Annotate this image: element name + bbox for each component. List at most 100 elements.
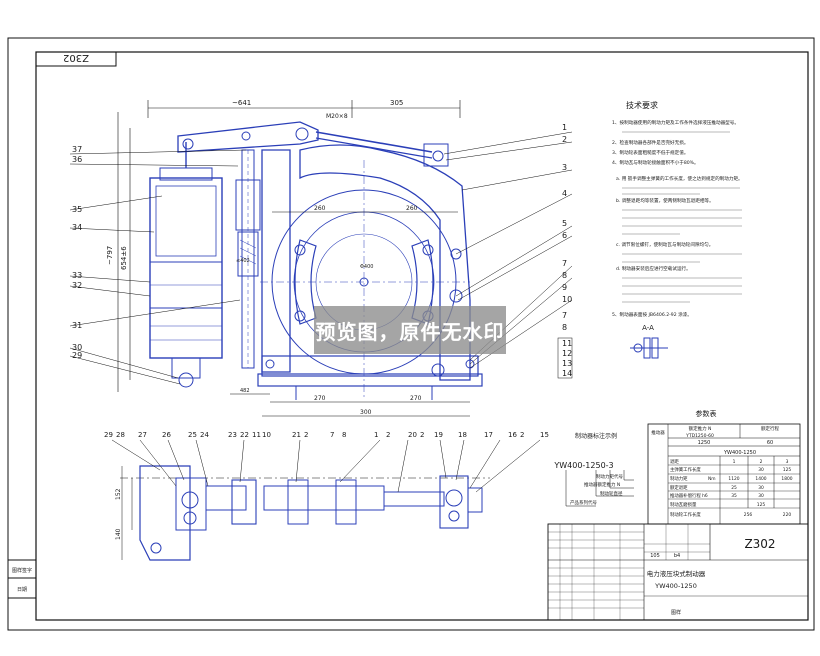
callout-r7b: 7 — [562, 311, 567, 320]
dim-300: 300 — [360, 409, 372, 416]
pr3-label: 额定退距 — [670, 484, 688, 491]
pr0-unit: Nm — [708, 476, 716, 482]
model-label-4: 产品系列代号 — [570, 499, 597, 506]
callout-r2: 2 — [562, 135, 567, 144]
bc-1: 1 — [374, 431, 378, 439]
pr1-v1: 1 — [733, 459, 736, 465]
pr0-label: 制动力矩 — [670, 475, 688, 482]
bc-11: 11 — [252, 431, 261, 439]
front-view: ~641 305 M20×8 ~797 654±6 — [69, 99, 573, 417]
tech-line-b: b. 调整退距均等装置，使两侧制动瓦退距相等。 — [616, 197, 714, 204]
bc-20: 20 — [408, 431, 417, 439]
callout-r8: 8 — [562, 271, 567, 280]
callout-r6: 6 — [562, 231, 567, 240]
bc-10: 10 — [262, 431, 271, 439]
callout-33: 33 — [72, 271, 82, 280]
params-h-mid2: 额定行程 — [761, 425, 779, 432]
callout-r9: 9 — [562, 283, 567, 292]
tech-line-4: 4、制动瓦与制动轮接触面积不小于80%。 — [612, 159, 699, 166]
title-name-1: 电力液压块式制动器 — [647, 569, 706, 578]
pr6-v1: 256 — [744, 512, 753, 518]
dim-260-right: 260 — [406, 205, 418, 212]
params-table: 参数表 推动器 额定推力 N 额定行程 YTD1250-60 1250 60 Y… — [647, 409, 801, 525]
bc-24: 24 — [200, 431, 209, 439]
bc-25: 25 — [188, 431, 197, 439]
callout-30: 30 — [72, 343, 82, 352]
model-note: 制动器标注示例 YW400-1250-3 制动力矩代号 推动器额定推力 N 制动… — [553, 432, 634, 507]
tech-line-a: a. 用 扳手调整主弹簧的工作长度，使之达到规定的制动力矩。 — [616, 175, 743, 182]
inner-frame — [35, 51, 809, 621]
tech-requirements: 技术要求 1、按制动器使用的制动力矩及工作条件选择液压推动器型号。 2、检查制动… — [612, 100, 743, 359]
pr4-label: 推动器补偿行程 h6 — [670, 492, 708, 499]
title-drawing-code: Z302 — [744, 537, 775, 551]
callout-35: 35 — [72, 205, 82, 214]
pr2-label: 主弹簧工作长度 — [670, 466, 701, 473]
dim-305: 305 — [390, 99, 403, 107]
pr1-v2: 2 — [760, 459, 763, 465]
dim-797: ~797 — [106, 246, 114, 265]
sign-strip — [7, 559, 37, 599]
params-push: 1250 — [698, 440, 711, 446]
callout-r12: 12 — [562, 349, 572, 358]
pr5-v2: 125 — [757, 502, 766, 508]
bc-19: 19 — [434, 431, 443, 439]
bc-16: 16 — [508, 431, 517, 439]
model-note-code: YW400-1250-3 — [553, 461, 613, 470]
title-sheet: b4 — [674, 553, 680, 559]
tech-line-5: 5、制动器表面按 JB6406.2-92 涂漆。 — [612, 311, 692, 318]
callout-r14: 14 — [562, 369, 572, 378]
model-label-3: 制动轮直径 — [600, 490, 623, 497]
dim-654: 654±6 — [120, 246, 128, 270]
title-block: Z302 105 b4 电力液压块式制动器 YW400-1250 图样 — [547, 523, 809, 621]
pr2-v2: 30 — [758, 467, 764, 473]
bc-15: 15 — [540, 431, 549, 439]
title-scale: 105 — [650, 553, 660, 559]
dim-270-left: 270 — [314, 395, 326, 402]
title-name-2: YW400-1250 — [654, 582, 697, 590]
params-model: YTD1250-60 — [685, 433, 714, 439]
params-h-left: 推动器 — [651, 429, 665, 436]
plan-view: 152 140 29 28 27 26 25 24 23 22 11 — [104, 431, 549, 561]
params-title: 参数表 — [696, 409, 717, 418]
callout-32: 32 — [72, 281, 82, 290]
bc-28: 28 — [116, 431, 125, 439]
pr4-v2: 30 — [758, 493, 764, 499]
tech-line-d: d. 制动器安装后应进行空载试运行。 — [616, 265, 691, 272]
bc-18: 18 — [458, 431, 467, 439]
pr0-v3: 1800 — [781, 476, 792, 482]
callout-37: 37 — [72, 145, 82, 154]
date-label: 日期 — [17, 587, 27, 593]
bc-29: 29 — [104, 431, 113, 439]
pr2-v3: 125 — [783, 467, 792, 473]
callout-r10: 10 — [562, 295, 572, 304]
tech-line-1: 1、按制动器使用的制动力矩及工作条件选择液压推动器型号。 — [612, 119, 739, 126]
model-label-1: 制动力矩代号 — [596, 473, 623, 480]
code-box-top — [35, 51, 117, 67]
callout-36: 36 — [72, 155, 82, 164]
bc-22: 22 — [240, 431, 249, 439]
pr3-v1: 25 — [731, 485, 737, 491]
outer-frame — [7, 37, 815, 631]
model-note-title: 制动器标注示例 — [575, 432, 617, 440]
pr6-v2: 220 — [783, 512, 792, 518]
watermark: 预览图，原件无水印 — [314, 306, 506, 354]
pr1-label: 退距 — [670, 458, 679, 465]
params-brake-model: YW400-1250 — [723, 450, 756, 456]
tech-line-c: c. 调节限位螺钉，使制动瓦与制动轮间隙均匀。 — [616, 241, 713, 248]
callout-r5: 5 — [562, 219, 567, 228]
dim-152: 152 — [115, 488, 122, 500]
params-h-mid1: 额定推力 N — [689, 425, 712, 432]
pr5-label: 制动瓦磨损量 — [670, 501, 697, 508]
svg-text:≤402: ≤402 — [236, 258, 250, 264]
callout-r3: 3 — [562, 163, 567, 172]
callout-34: 34 — [72, 223, 82, 232]
callout-r7: 7 — [562, 259, 567, 268]
tech-line-2: 2、检查制动器各部件是否完好无损。 — [612, 139, 688, 146]
callout-r11: 11 — [562, 339, 572, 348]
callout-r4: 4 — [562, 189, 567, 198]
callout-31: 31 — [72, 321, 82, 330]
pr4-v1: 35 — [731, 493, 737, 499]
dim-270-right: 270 — [410, 395, 422, 402]
tech-title: 技术要求 — [626, 100, 658, 110]
